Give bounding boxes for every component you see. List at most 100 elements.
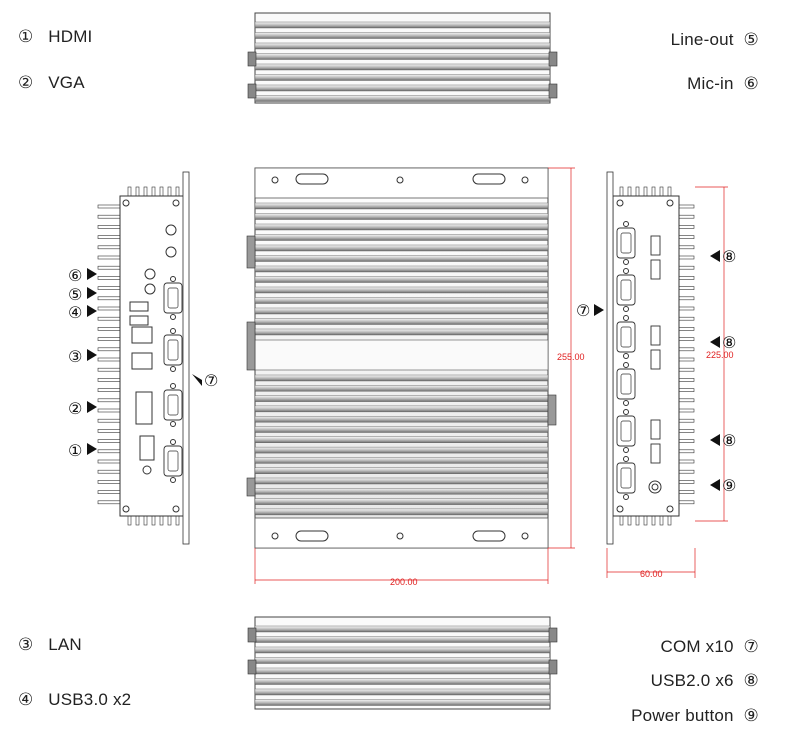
screw-icon bbox=[623, 306, 629, 312]
side-fin bbox=[678, 306, 695, 311]
screw-icon bbox=[623, 409, 629, 415]
side-fin bbox=[97, 469, 121, 474]
center-dimensions: 255.00 200.00 bbox=[254, 167, 585, 587]
legend-usb2: USB2.0 x6 ⑧ bbox=[651, 671, 759, 691]
bottom-fin bbox=[175, 515, 180, 526]
side-fin bbox=[97, 337, 121, 341]
heatsink-fin bbox=[254, 84, 551, 92]
heatsink-fin bbox=[254, 42, 551, 50]
com-port-inner bbox=[167, 450, 179, 472]
heatsink-fin bbox=[254, 667, 551, 675]
screw-icon bbox=[623, 268, 629, 274]
callout-line-out: ⑤ bbox=[68, 285, 82, 304]
bottom-fin bbox=[151, 515, 156, 526]
side-depth-dimension: 60.00 bbox=[640, 569, 663, 579]
side-fin bbox=[678, 265, 695, 270]
heatsink-fin bbox=[254, 636, 551, 643]
side-fin bbox=[678, 235, 695, 239]
screw-icon bbox=[623, 456, 629, 462]
com-port-inner bbox=[620, 467, 632, 489]
side-fin bbox=[97, 449, 121, 454]
legend-hdmi-number: ① bbox=[18, 27, 34, 47]
arrow-icon bbox=[710, 434, 720, 446]
com-port-inner bbox=[620, 420, 632, 442]
side-fin bbox=[678, 357, 695, 362]
legend-mic-in-label: Mic-in bbox=[687, 74, 734, 93]
side-fin bbox=[678, 398, 695, 403]
screw-icon bbox=[170, 477, 176, 483]
heatsink-fin bbox=[254, 234, 549, 241]
legend-vga: ② VGA bbox=[18, 73, 85, 93]
screw-icon bbox=[170, 383, 176, 389]
legend-mic-in: Mic-in ⑥ bbox=[687, 74, 759, 94]
heatsink-fin bbox=[254, 678, 551, 685]
side-fin bbox=[678, 449, 695, 454]
center-view bbox=[246, 167, 557, 549]
top-fin bbox=[159, 186, 164, 197]
side-fin bbox=[97, 439, 121, 443]
height-dimension: 255.00 bbox=[557, 352, 585, 362]
legend-line-out: Line-out ⑤ bbox=[671, 30, 759, 50]
heatsink-fin bbox=[254, 286, 549, 294]
heatsink-fin bbox=[254, 63, 551, 71]
legend-usb3-label: USB3.0 x2 bbox=[48, 690, 132, 709]
heatsink-fin bbox=[254, 32, 551, 39]
callout-vga: ② bbox=[68, 399, 82, 418]
heatsink-fin bbox=[254, 385, 549, 392]
callout-usb3: ④ bbox=[68, 303, 82, 322]
callout-left-com: ⑦ bbox=[204, 371, 218, 390]
com-port-inner bbox=[620, 373, 632, 395]
callout-power: ⑨ bbox=[722, 476, 736, 495]
usb2-port bbox=[650, 443, 661, 464]
heatsink-fin bbox=[254, 457, 549, 464]
top-fin bbox=[135, 186, 140, 197]
legend-com-label: COM x10 bbox=[660, 637, 734, 656]
side-fin bbox=[97, 388, 121, 392]
screw-icon bbox=[623, 362, 629, 368]
side-fin bbox=[678, 245, 695, 250]
side-fin bbox=[97, 255, 121, 260]
side-fin bbox=[97, 286, 121, 290]
heatsink-fin bbox=[254, 95, 551, 102]
bottom-fin bbox=[667, 515, 672, 526]
side-fin bbox=[678, 439, 695, 443]
screw-icon bbox=[623, 353, 629, 359]
heatsink-fin bbox=[254, 625, 551, 633]
bottom-fin bbox=[143, 515, 148, 526]
callout-mic-in: ⑥ bbox=[68, 266, 82, 285]
legend-usb2-number: ⑧ bbox=[743, 671, 759, 691]
callout-usb2-bottom: ⑧ bbox=[722, 431, 736, 450]
heatsink-fin bbox=[254, 426, 549, 433]
legend-hdmi-label: HDMI bbox=[48, 27, 93, 46]
heatsink-fin bbox=[254, 657, 551, 664]
top-fin bbox=[627, 186, 632, 197]
callout-usb2-mid: ⑧ bbox=[722, 333, 736, 352]
side-fin bbox=[678, 347, 695, 352]
heatsink-fin bbox=[254, 223, 549, 231]
side-fin bbox=[97, 367, 121, 372]
bottom-fin bbox=[659, 515, 664, 526]
top-fin bbox=[659, 186, 664, 197]
screw-icon bbox=[623, 259, 629, 265]
arrow-icon bbox=[87, 305, 97, 317]
side-fin bbox=[97, 357, 121, 362]
side-fin bbox=[678, 286, 695, 290]
legend-com-number: ⑦ bbox=[743, 637, 759, 657]
heatsink-fin bbox=[254, 244, 549, 252]
side-dimensions: 225.00 60.00 bbox=[606, 186, 734, 579]
usb2-port bbox=[650, 419, 661, 440]
top-fin bbox=[619, 186, 624, 197]
side-fin bbox=[678, 276, 695, 280]
com-port-inner bbox=[620, 279, 632, 301]
screw-icon bbox=[623, 494, 629, 500]
usb3-port bbox=[129, 315, 149, 326]
side-fin bbox=[97, 429, 121, 433]
heatsink-fin bbox=[254, 374, 549, 382]
side-fin bbox=[97, 378, 121, 382]
side-fin bbox=[97, 480, 121, 484]
arrow-icon bbox=[87, 287, 97, 299]
legend-power-label: Power button bbox=[631, 706, 734, 725]
screw-icon bbox=[170, 366, 176, 372]
heatsink-fin bbox=[254, 508, 549, 516]
left-io-panel bbox=[97, 171, 190, 545]
